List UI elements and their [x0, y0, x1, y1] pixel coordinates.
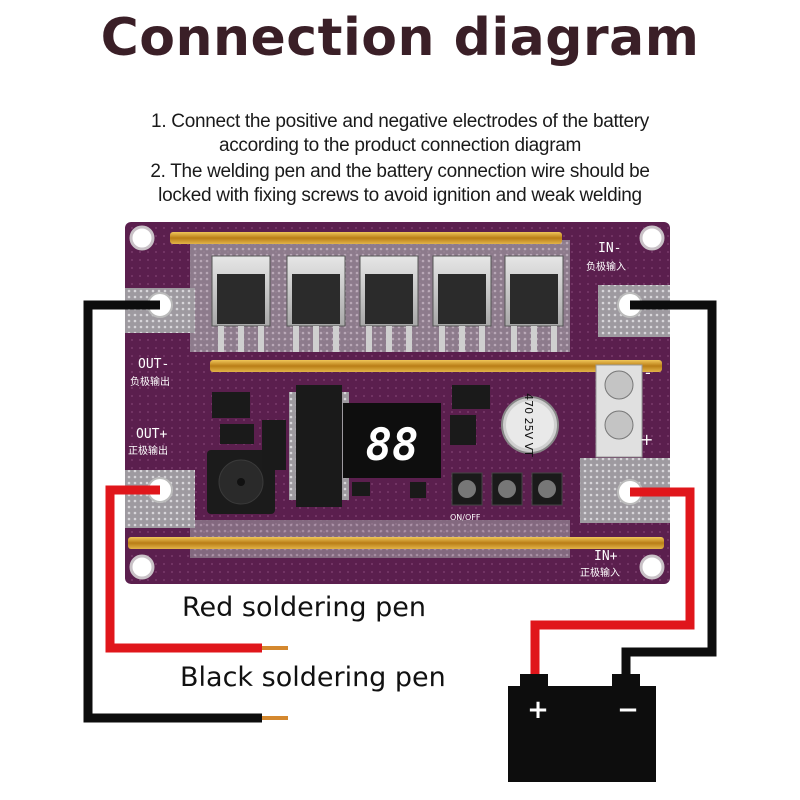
- in-pos-cn-label: 正极输入: [580, 566, 620, 579]
- led-display-digits: 88: [366, 420, 419, 471]
- copper-bar: [210, 360, 662, 372]
- mounting-hole: [639, 225, 665, 251]
- copper-bar: [128, 537, 664, 549]
- battery-negative-post: [612, 674, 640, 688]
- push-button: [491, 472, 523, 506]
- in-neg-cn-label: 负极输入: [586, 260, 626, 273]
- red-pen-label: Red soldering pen: [182, 592, 427, 623]
- black-pen-wire: [83, 300, 288, 723]
- instruction-line-3: 2. The welding pen and the battery conne…: [150, 161, 650, 182]
- capacitor-text: 470 25V VT: [522, 393, 535, 457]
- switch-label: ON/OFF: [450, 513, 481, 522]
- black-pen-label: Black soldering pen: [180, 662, 446, 693]
- mounting-hole: [639, 554, 665, 580]
- battery-terminal-block: - +: [595, 363, 653, 458]
- copper-bar: [170, 232, 562, 244]
- pcb-board: IN- 负极输入 OUT- 负极输出 OUT+ 正极输出 IN+ 正极输入 88: [125, 222, 670, 584]
- out-pos-cn-label: 正极输出: [128, 444, 168, 457]
- out-neg-label: OUT-: [138, 357, 169, 372]
- battery-positive-wire: [530, 487, 695, 690]
- out-pos-label: OUT+: [136, 427, 167, 442]
- push-button: [531, 472, 563, 506]
- instruction-line-2: according to the product connection diag…: [218, 135, 582, 156]
- instruction-line-1: 1. Connect the positive and negative ele…: [151, 111, 649, 132]
- microcontroller-chip: [296, 385, 342, 507]
- in-neg-label: IN-: [598, 241, 621, 256]
- red-pen-wire: [105, 485, 288, 653]
- capacitor: 470 25V VT: [501, 393, 559, 457]
- in-pos-label: IN+: [594, 549, 618, 564]
- page-title: Connection diagram: [100, 8, 700, 68]
- battery-minus-sign: −: [617, 695, 639, 725]
- battery-negative-wire: [621, 300, 717, 690]
- out-neg-cn-label: 负极输出: [130, 375, 170, 388]
- led-display: [343, 403, 441, 478]
- mosfet-row: [211, 255, 564, 352]
- battery-positive-post: [520, 674, 548, 688]
- instruction-line-4: locked with fixing screws to avoid ignit…: [158, 185, 642, 206]
- mounting-hole: [129, 554, 155, 580]
- battery: + −: [508, 674, 656, 782]
- terminal-minus-label: -: [645, 363, 651, 382]
- battery-plus-sign: +: [527, 695, 549, 725]
- mounting-hole: [129, 225, 155, 251]
- terminal-plus-label: +: [640, 430, 653, 449]
- push-button: [451, 472, 483, 506]
